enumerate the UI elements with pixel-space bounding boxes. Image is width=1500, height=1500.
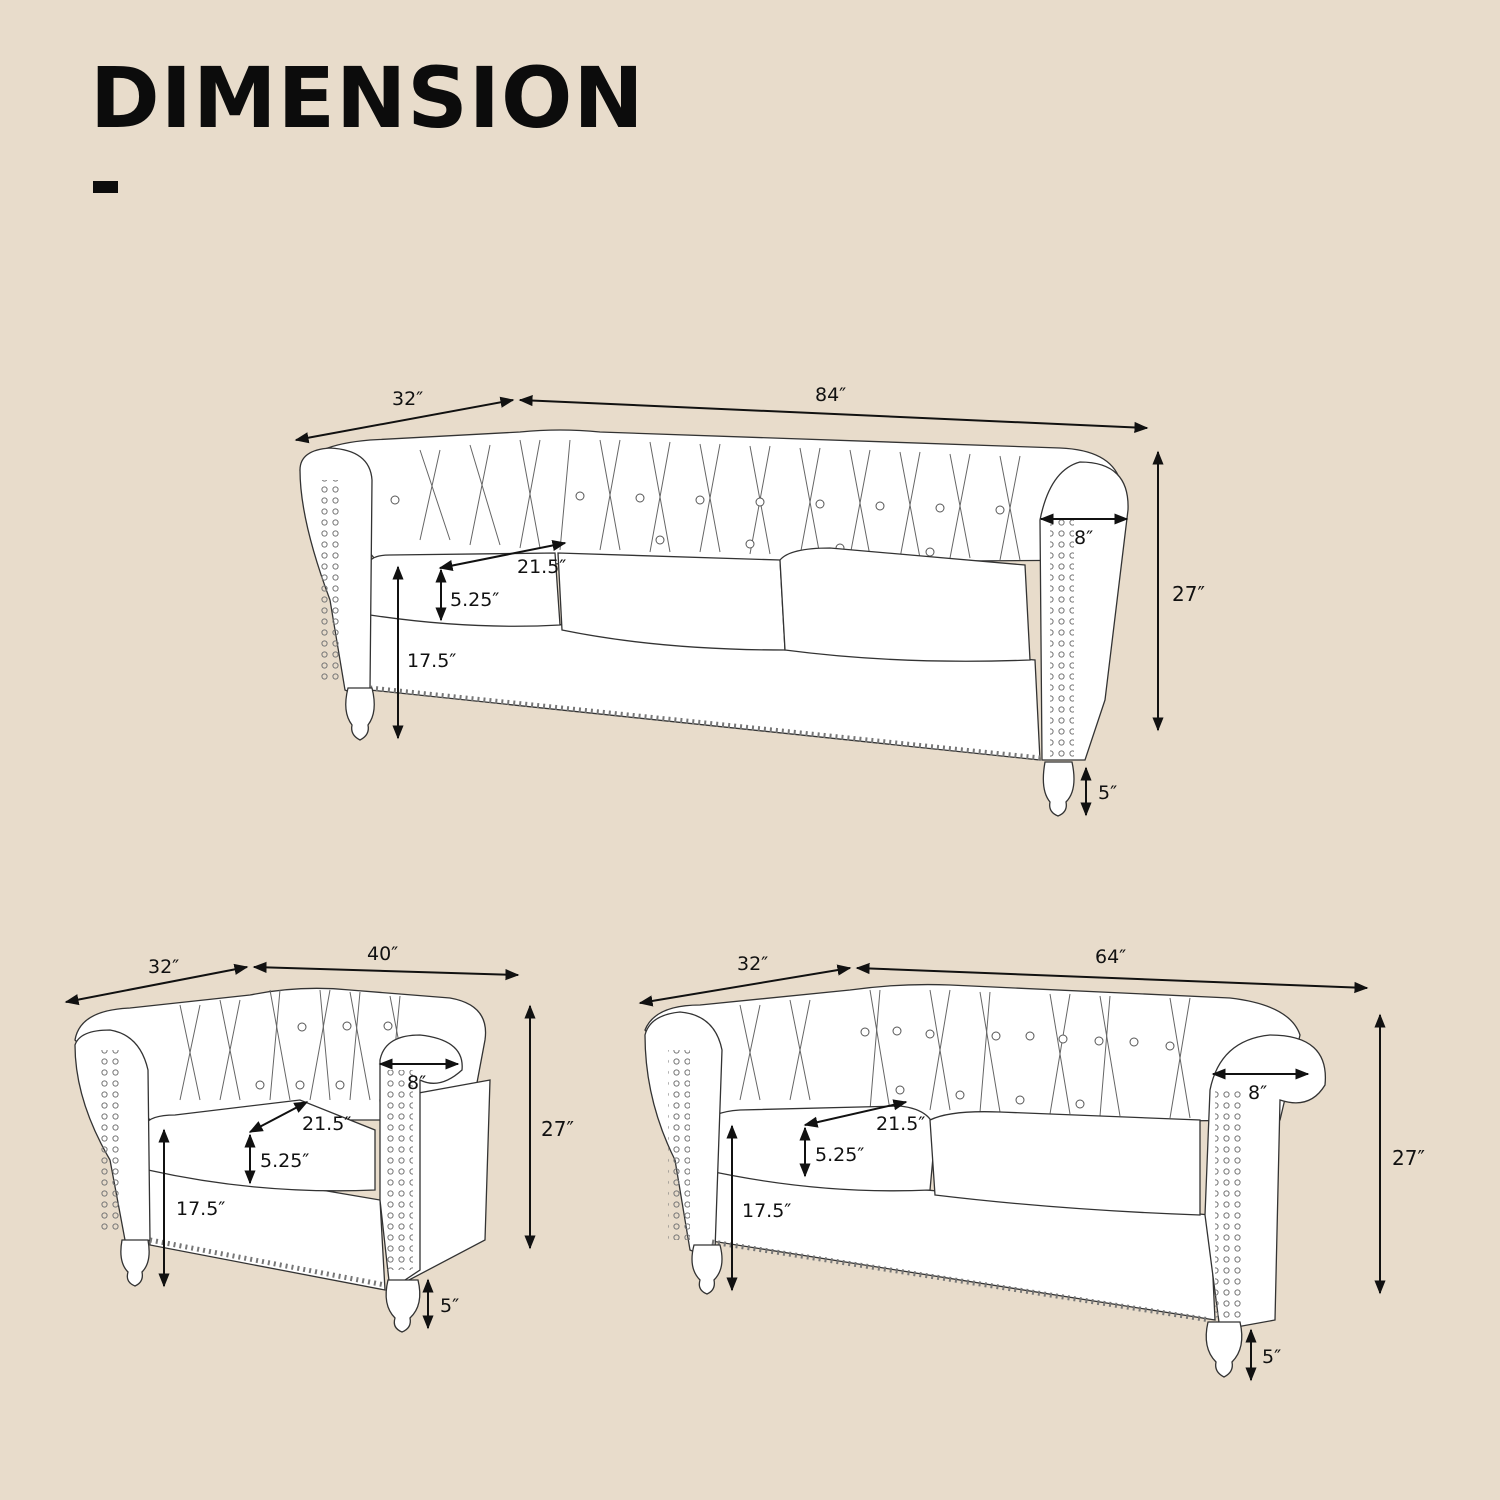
loveseat-seat-depth-label: 21.5″	[876, 1113, 926, 1135]
loveseat-seat-height-label: 17.5″	[742, 1200, 792, 1222]
loveseat-leg-height-label: 5″	[1262, 1346, 1282, 1368]
sofa-width-label: 84″	[815, 384, 847, 406]
armchair-leg-height-label: 5″	[440, 1295, 460, 1317]
armchair-seat-height-label: 17.5″	[176, 1198, 226, 1220]
armchair-width-label: 40″	[367, 943, 399, 965]
sofa-leg-height-label: 5″	[1098, 782, 1118, 804]
sofa-seat-height-label: 17.5″	[407, 650, 457, 672]
armchair-cushion-thickness-label: 5.25″	[260, 1150, 310, 1172]
loveseat-height-label: 27″	[1392, 1146, 1425, 1170]
sofa-height-label: 27″	[1172, 582, 1205, 606]
armchair-seat-depth-label: 21.5″	[302, 1113, 352, 1135]
armchair-height-label: 27″	[541, 1117, 574, 1141]
page-title: DIMENSION	[90, 49, 645, 147]
sofa-cushion-thickness-label: 5.25″	[450, 589, 500, 611]
armchair-arm-width-label: 8″	[407, 1072, 427, 1094]
sofa-arm-width-label: 8″	[1074, 527, 1094, 549]
loveseat-arm-width-label: 8″	[1248, 1082, 1268, 1104]
title-underline-accent	[93, 181, 118, 193]
three-seat-sofa-drawing	[299, 429, 1129, 817]
armchair-drawing	[74, 987, 491, 1333]
loveseat-cushion-thickness-label: 5.25″	[815, 1144, 865, 1166]
sofa-depth-label: 32″	[392, 388, 424, 410]
loveseat-drawing	[644, 983, 1326, 1378]
loveseat-width-label: 64″	[1095, 946, 1127, 968]
sofa-seat-depth-label: 21.5″	[517, 556, 567, 578]
armchair-depth-label: 32″	[148, 956, 180, 978]
loveseat-depth-label: 32″	[737, 953, 769, 975]
